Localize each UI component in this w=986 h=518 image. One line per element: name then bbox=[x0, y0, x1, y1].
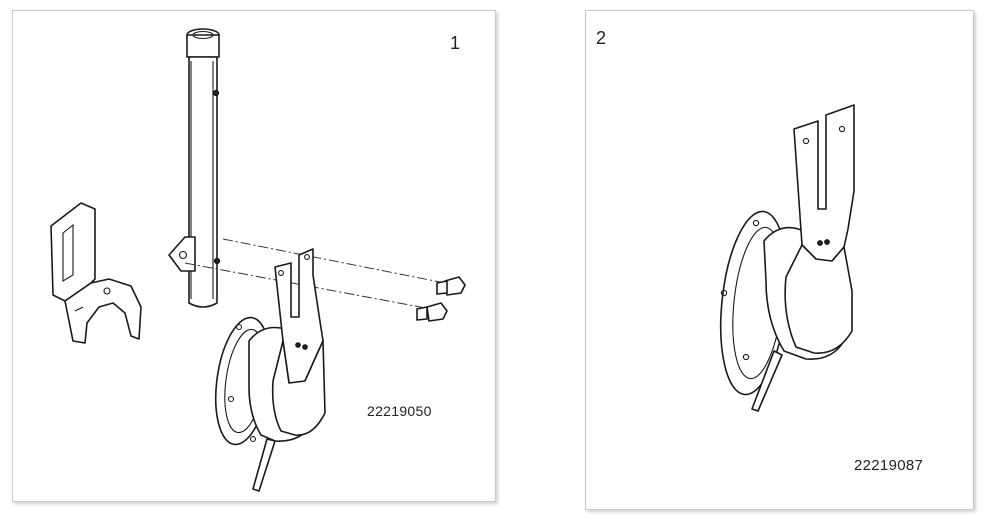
wire-icon bbox=[751, 350, 783, 412]
bracket-icon bbox=[50, 202, 142, 344]
diagram-panel-1: 1 bbox=[12, 10, 496, 502]
part-code-label: 22219050 bbox=[367, 403, 432, 419]
panel-number: 2 bbox=[596, 28, 607, 48]
diagram-panel-2: 2 22219087 bbox=[585, 10, 974, 510]
wire-icon bbox=[252, 438, 276, 492]
hinge-plate-icon bbox=[719, 104, 855, 396]
hinge-plate-icon bbox=[214, 248, 326, 446]
bolt-icon bbox=[416, 302, 448, 322]
bolt-icon bbox=[436, 276, 466, 296]
panel-number: 1 bbox=[449, 33, 460, 53]
part-code-label: 22219087 bbox=[854, 457, 924, 474]
assembly-drawing-2 bbox=[719, 104, 855, 412]
assembly-drawing-1 bbox=[50, 28, 466, 492]
tube-icon bbox=[168, 28, 221, 308]
